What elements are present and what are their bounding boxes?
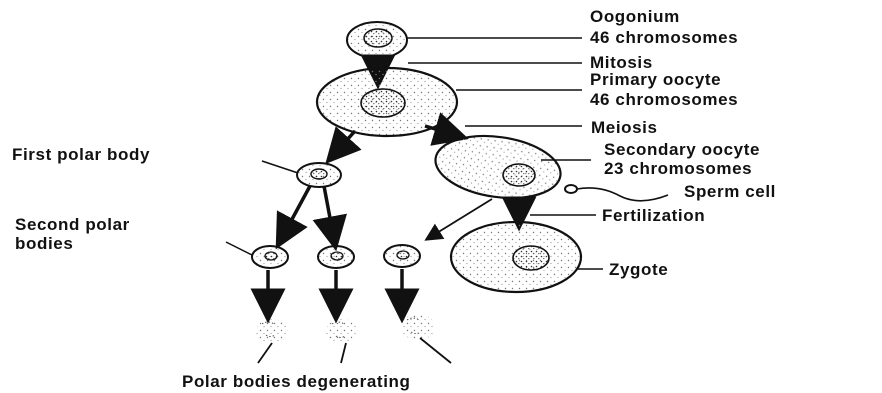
second-polar-pointer bbox=[226, 242, 252, 255]
meiosis-label: Meiosis bbox=[591, 118, 658, 137]
degenerating-body-3 bbox=[401, 314, 435, 340]
secondary-oocyte-label: Secondary oocyte bbox=[604, 140, 760, 159]
zygote-cell bbox=[451, 222, 581, 292]
first-polar-body-label: First polar body bbox=[12, 145, 150, 164]
degenerating-pointer-3 bbox=[420, 338, 451, 363]
first-polar-arrow-right bbox=[324, 186, 333, 234]
primary-oocyte-label: Primary oocyte bbox=[590, 70, 721, 89]
fertilization-label: Fertilization bbox=[602, 206, 705, 225]
first-polar-pointer bbox=[262, 161, 298, 173]
second-polar-label-line1: Second polar bbox=[15, 215, 130, 234]
zygote-label: Zygote bbox=[609, 260, 668, 279]
oogonium-cell bbox=[347, 22, 407, 58]
secondary-chromosomes-label: 23 chromosomes bbox=[604, 159, 752, 178]
sperm-cell bbox=[565, 185, 668, 201]
degenerating-body-2 bbox=[326, 319, 358, 343]
first-polar-arrow-left bbox=[284, 186, 310, 234]
sperm-cell-label: Sperm cell bbox=[684, 182, 776, 201]
oogonium-label: Oogonium bbox=[590, 7, 680, 26]
second-polar-body-2 bbox=[318, 246, 354, 268]
degenerating-body-1 bbox=[256, 319, 288, 343]
second-polar-body-3 bbox=[384, 245, 420, 267]
oogonium-chromosomes-label: 46 chromosomes bbox=[590, 28, 738, 47]
primary-chromosomes-label: 46 chromosomes bbox=[590, 90, 738, 109]
degenerating-pointer-2 bbox=[341, 343, 346, 363]
primary-oocyte-cell bbox=[317, 68, 457, 136]
secondary-oocyte-cell bbox=[431, 129, 564, 206]
meiosis-arrow-left bbox=[337, 131, 355, 151]
degenerating-pointer-1 bbox=[258, 343, 272, 363]
second-polar-body-1 bbox=[252, 246, 288, 268]
first-polar-body-cell bbox=[297, 163, 341, 187]
polar-bodies-degenerating-label: Polar bodies degenerating bbox=[182, 372, 411, 391]
second-polar-label-line2: bodies bbox=[15, 234, 73, 253]
